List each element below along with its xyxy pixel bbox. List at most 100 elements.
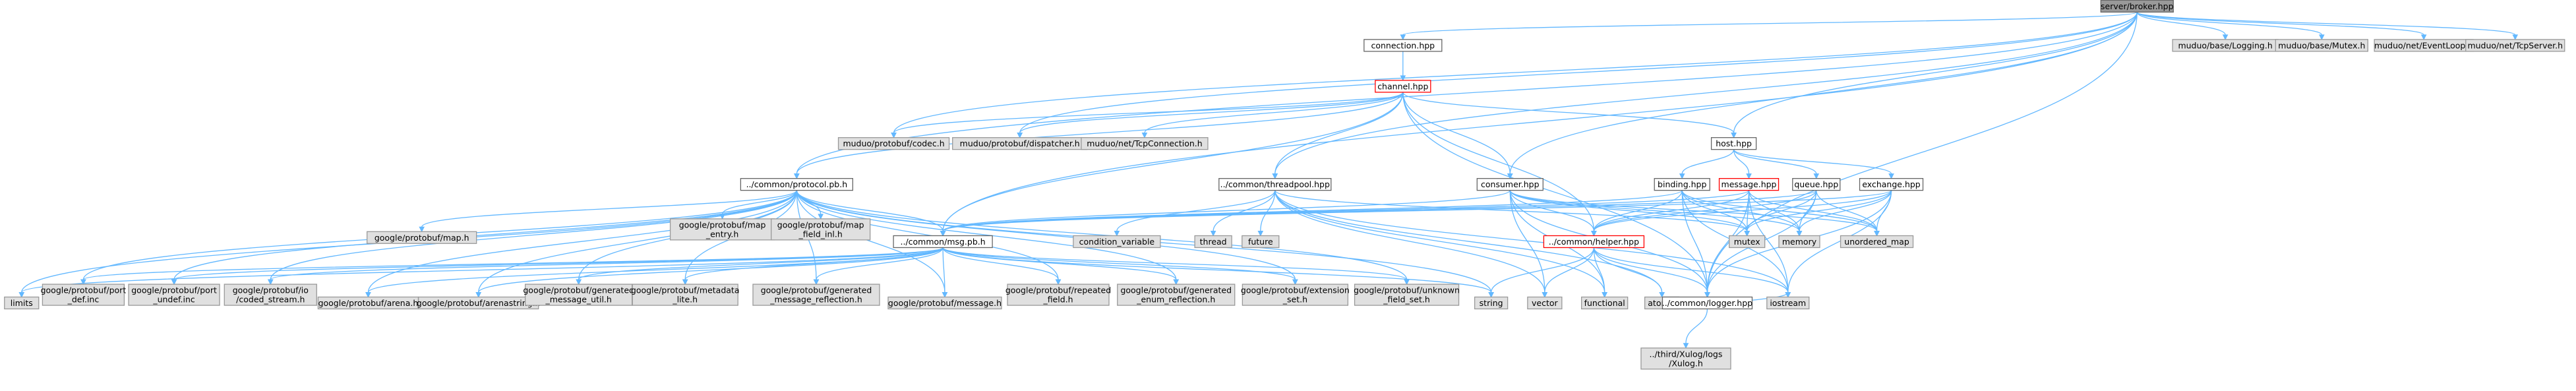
edge-arrowhead	[1683, 343, 1689, 349]
edge-arrowhead	[2512, 34, 2519, 40]
node-connection[interactable]: connection.hpp	[1363, 39, 1443, 52]
edge-line	[1681, 149, 1735, 174]
include-edge-exchange-to-memory	[1796, 190, 1892, 237]
node-consumer[interactable]: consumer.hpp	[1476, 178, 1543, 191]
node-genmsgutil: google/protobuf/generated_message_util.h	[523, 284, 634, 306]
node-label: mutex	[1734, 237, 1760, 247]
edge-line	[816, 247, 944, 280]
node-threadpool[interactable]: ../common/threadpool.hpp	[1218, 178, 1332, 191]
node-pbmessage: google/protobuf/message.h	[887, 296, 1002, 310]
edge-line	[1593, 190, 1750, 231]
include-edge-queue-to-helper	[1591, 190, 1817, 237]
node-message[interactable]: message.hpp	[1718, 178, 1780, 191]
include-edge-msgpb-to-genenum	[942, 247, 1180, 286]
node-label: message.hpp	[1722, 179, 1777, 189]
include-edge-threadpool-to-condvar	[1114, 190, 1276, 237]
edge-line	[478, 247, 944, 293]
node-label: _def.inc	[67, 295, 100, 305]
edge-line	[1509, 190, 1800, 231]
node-helper[interactable]: ../common/helper.hpp	[1543, 235, 1645, 249]
edge-line	[893, 12, 2138, 133]
edge-arrowhead	[1785, 291, 1791, 298]
edge-line	[1509, 190, 1545, 293]
node-label: _field_set.h	[1383, 295, 1429, 305]
edge-line	[1274, 190, 1605, 293]
edge-arrowhead	[940, 230, 946, 237]
edge-arrowhead	[1874, 230, 1880, 237]
node-genenum: google/protobuf/generated_enum_reflectio…	[1117, 284, 1236, 306]
edge-arrowhead	[1746, 173, 1752, 179]
node-limits: limits	[4, 296, 40, 310]
edge-line	[1787, 190, 1892, 293]
node-host[interactable]: host.hpp	[1710, 137, 1757, 150]
edge-arrowhead	[1704, 291, 1710, 298]
node-box	[1640, 347, 1731, 370]
edge-arrowhead	[2222, 34, 2229, 40]
node-label: _undef.inc	[152, 295, 195, 305]
include-edge-broker-to-protocol	[794, 12, 2138, 179]
node-label: muduo/net/TcpServer.h	[2467, 40, 2563, 50]
edge-line	[1747, 190, 1892, 231]
edge-line	[1748, 190, 1800, 231]
edge-arrowhead	[1400, 75, 1406, 81]
include-edge-msgpb-to-pbmessage	[942, 247, 948, 298]
include-edge-exchange-to-helper	[1591, 190, 1892, 237]
node-channel[interactable]: channel.hpp	[1375, 80, 1431, 93]
include-edge-threadpool-to-future	[1257, 190, 1276, 237]
node-codec: muduo/protobuf/codec.h	[837, 137, 950, 150]
edge-line	[942, 190, 1817, 232]
include-edge-threadpool-to-thread	[1210, 190, 1276, 237]
node-box	[1375, 80, 1431, 93]
node-box	[1778, 235, 1820, 249]
node-label: muduo/protobuf/codec.h	[843, 138, 944, 148]
node-protocol[interactable]: ../common/protocol.pb.h	[740, 178, 854, 191]
node-label: exchange.hpp	[1862, 179, 1920, 189]
node-thread: thread	[1194, 235, 1232, 249]
include-edge-helper-to-atomic	[1593, 247, 1665, 298]
node-extset: google/protobuf/extension_set.h	[1241, 284, 1350, 306]
edge-line	[1274, 190, 1663, 293]
edge-line	[1799, 190, 1817, 231]
node-label: ../common/protocol.pb.h	[746, 179, 848, 189]
node-label: google/protobuf/arenastring.h	[417, 298, 541, 308]
node-genmsgrefl: google/protobuf/generated_message_reflec…	[752, 284, 880, 306]
node-box	[1242, 235, 1280, 249]
include-edge-msgpb-to-repeated	[942, 247, 1062, 286]
node-label: vector	[1532, 298, 1559, 308]
node-vector: vector	[1527, 296, 1563, 310]
edge-line	[1144, 92, 1404, 133]
edge-line	[942, 190, 1892, 232]
include-edge-broker-to-host	[1731, 12, 2138, 138]
edge-line	[1509, 190, 1748, 231]
include-edge-channel-to-consumer	[1402, 92, 1513, 179]
node-label: _lite.h	[672, 295, 698, 305]
node-logger[interactable]: ../common/logger.hpp	[1662, 296, 1752, 310]
edge-arrowhead	[813, 279, 820, 286]
node-portdef: google/protobuf/port_def.inc	[41, 284, 126, 306]
include-edge-helper-to-functional	[1593, 247, 1607, 298]
edge-line	[1402, 92, 1708, 293]
node-exchange[interactable]: exchange.hpp	[1859, 178, 1924, 191]
node-label: _field_inl.h	[798, 229, 843, 239]
node-queue[interactable]: queue.hpp	[1792, 178, 1841, 191]
edge-line	[1799, 190, 1892, 231]
edge-arrowhead	[1017, 133, 1023, 138]
node-label: host.hpp	[1716, 138, 1752, 148]
node-logging: muduo/base/Logging.h	[2172, 39, 2279, 52]
node-binding[interactable]: binding.hpp	[1654, 178, 1710, 191]
edge-line	[367, 190, 798, 293]
edge-line	[2136, 11, 2322, 36]
node-box	[1543, 235, 1645, 249]
node-iostream: iostream	[1766, 296, 1810, 310]
edge-line	[1490, 247, 1595, 293]
node-label: google/protobuf/map.h	[374, 233, 469, 243]
node-broker[interactable]: server/broker.hpp	[2100, 0, 2174, 13]
edge-arrowhead	[1055, 279, 1062, 286]
include-edge-broker-to-logger	[1704, 12, 2138, 298]
node-msgpb[interactable]: ../common/msg.pb.h	[893, 235, 993, 249]
node-label: google/protobuf/generated	[523, 286, 634, 295]
include-edge-host-to-binding	[1679, 149, 1735, 179]
include-edge-msgpb-to-arenastring	[475, 247, 944, 298]
node-box	[1766, 296, 1810, 310]
edge-line	[1593, 190, 1817, 231]
